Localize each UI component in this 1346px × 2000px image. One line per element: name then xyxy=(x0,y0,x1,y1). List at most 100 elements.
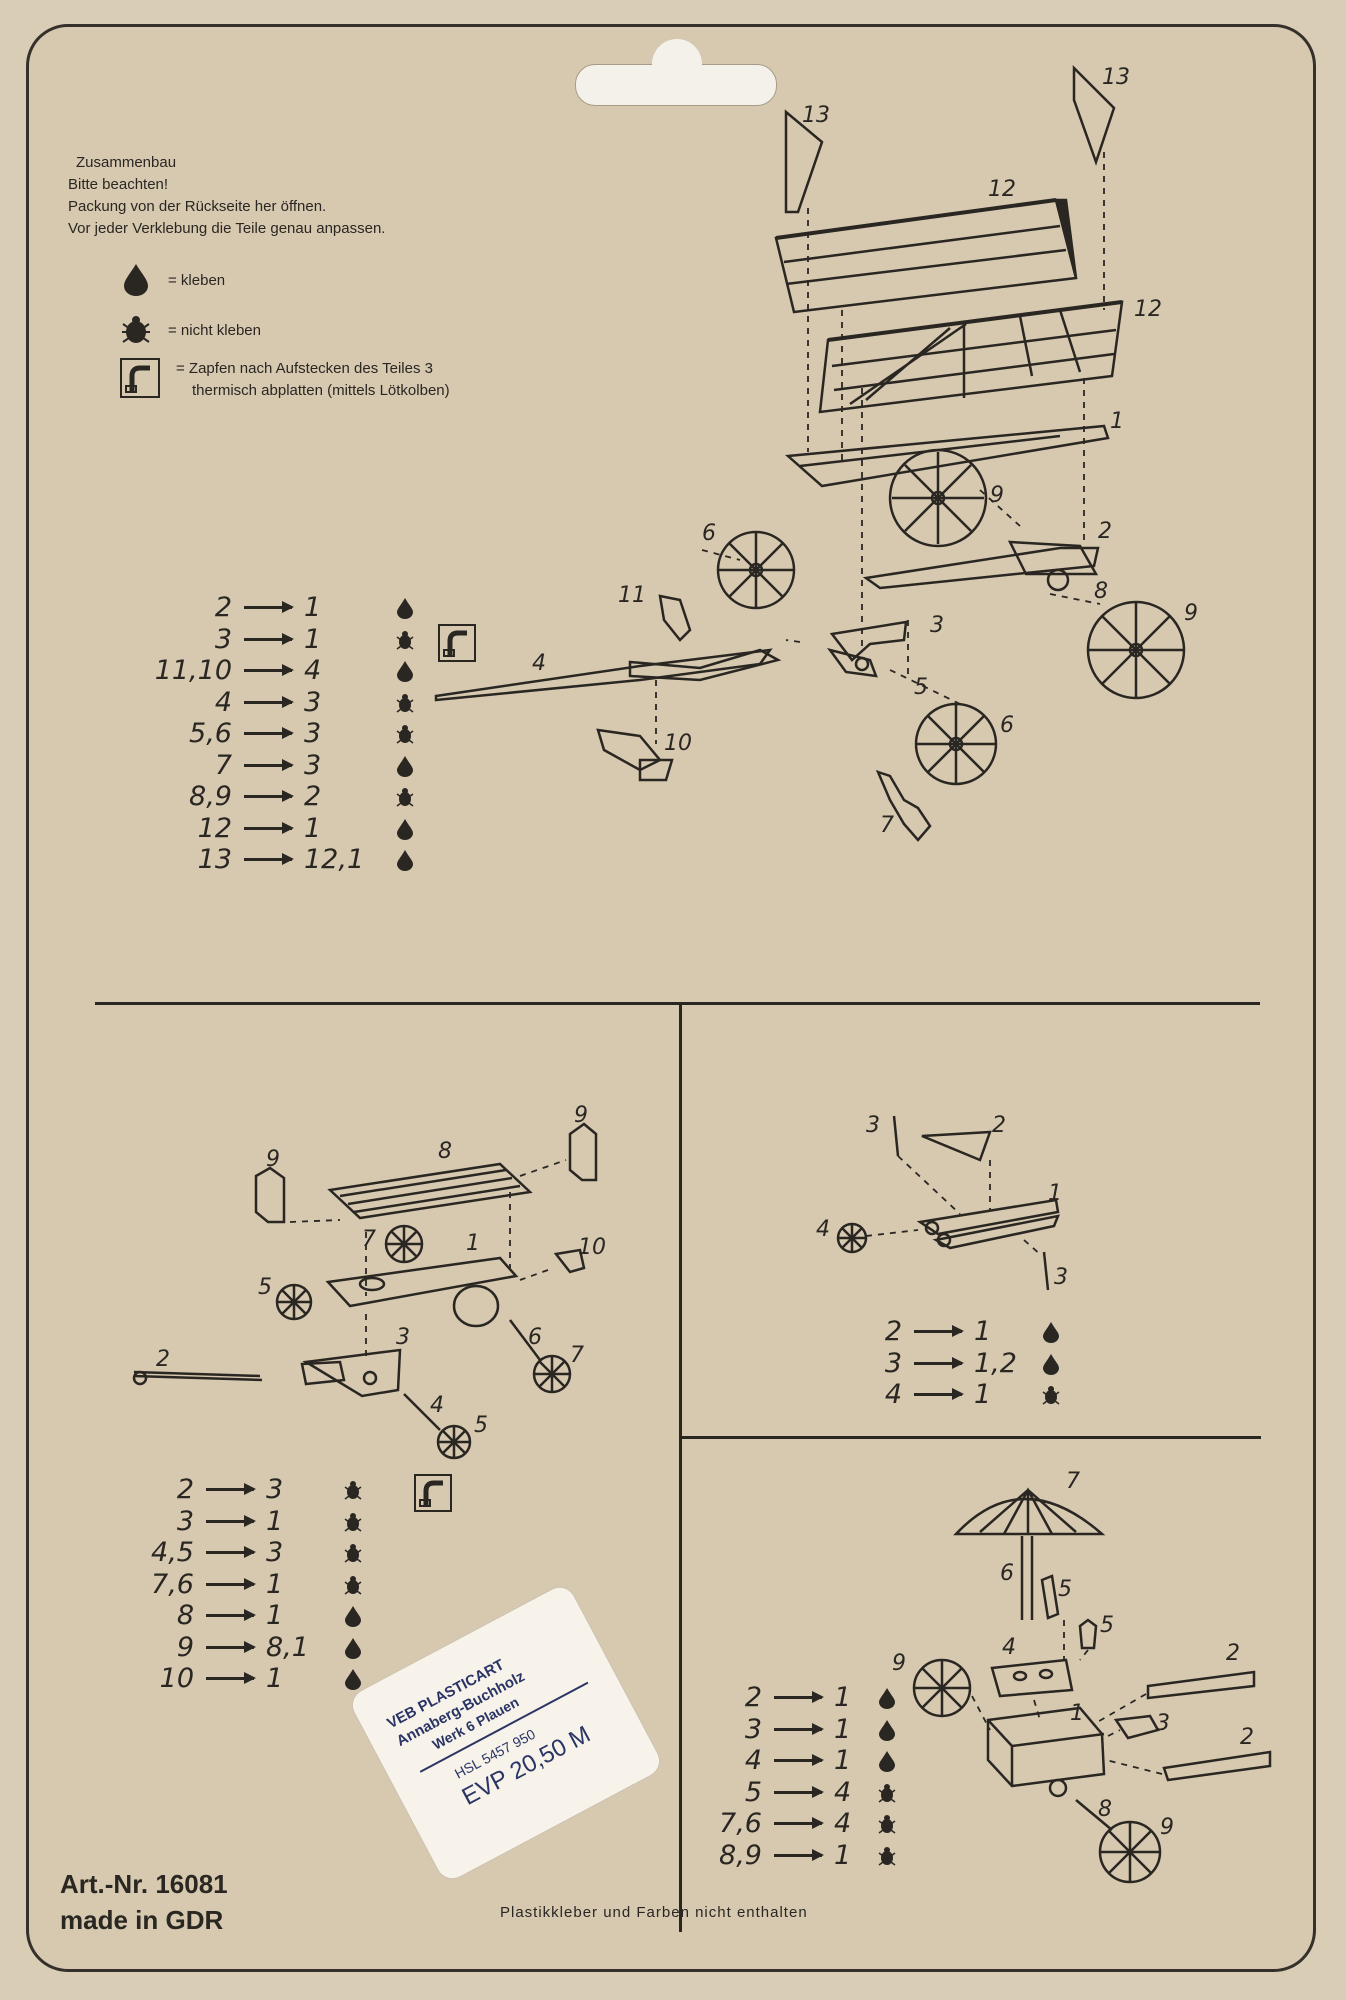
glue-drop-icon xyxy=(345,1637,361,1659)
step-part: 4 xyxy=(744,1745,762,1776)
diagram-label: 7 xyxy=(1066,1469,1080,1494)
glue-drop-icon xyxy=(879,1719,895,1741)
soldering-iron-icon xyxy=(438,623,476,662)
diagram-label: 2 xyxy=(1098,519,1112,544)
diagram-label: 7 xyxy=(570,1343,584,1368)
step-part: 7,6 xyxy=(719,1808,762,1839)
step-target: 3 xyxy=(266,1537,284,1568)
diagram-label: 3 xyxy=(396,1325,410,1350)
glue-drop-icon xyxy=(345,1606,361,1627)
diagram-label: 6 xyxy=(528,1325,542,1350)
glue-drop-icon xyxy=(397,850,413,871)
legend-thermo: = Zapfen nach Aufstecken des Teiles 3 th… xyxy=(120,358,450,402)
step-target: 1 xyxy=(304,592,322,623)
step-target: 1 xyxy=(834,1745,852,1776)
legend-noglue: = nicht kleben xyxy=(120,312,261,346)
step-target: 1 xyxy=(834,1839,852,1871)
step-target: 3 xyxy=(266,1474,284,1505)
diagram-label: 8 xyxy=(1098,1797,1112,1822)
diagram-label: 6 xyxy=(1000,1561,1014,1586)
legend-thermo-line-2: thermisch abplatten (mittels Lötkolben) xyxy=(192,382,450,399)
no-glue-beetle-icon xyxy=(878,1815,896,1834)
diagram-label: 3 xyxy=(1156,1711,1170,1736)
no-glue-beetle-icon xyxy=(1042,1386,1060,1405)
diagram-label: 12 xyxy=(1134,297,1162,322)
no-glue-beetle-icon xyxy=(396,693,414,713)
arrow-right-icon xyxy=(774,1691,824,1703)
step-part: 7 xyxy=(214,749,232,781)
diagram-label: 5 xyxy=(258,1275,272,1300)
step-part: 5,6 xyxy=(189,718,232,749)
arrow-right-icon xyxy=(774,1785,824,1798)
no-glue-beetle-icon xyxy=(344,1544,362,1563)
diagram-label: 2 xyxy=(156,1347,170,1372)
glue-drop-icon xyxy=(397,818,413,840)
legend-thermo-line-1: = Zapfen nach Aufstecken des Teiles 3 xyxy=(176,360,433,377)
article-number-text: Art.-Nr. 16081 xyxy=(60,1869,228,1899)
no-glue-beetle-icon xyxy=(344,1512,362,1532)
no-glue-beetle-icon xyxy=(396,788,414,807)
arrow-right-icon xyxy=(774,1817,824,1829)
diagram-label: 9 xyxy=(892,1651,906,1676)
arrow-right-icon xyxy=(774,1754,824,1766)
arrow-right-icon xyxy=(244,758,294,771)
diagram-label: 8 xyxy=(438,1139,452,1164)
diagram-label: 4 xyxy=(1002,1635,1016,1660)
step-target: 4 xyxy=(834,1808,852,1839)
arrow-right-icon xyxy=(206,1546,256,1558)
diagram-label: 3 xyxy=(1054,1265,1068,1290)
step-target: 1 xyxy=(304,623,322,655)
no-glue-beetle-icon xyxy=(878,1846,896,1866)
step-part: 13 xyxy=(197,844,232,875)
glue-drop-icon xyxy=(124,264,148,296)
diagram-label: 4 xyxy=(532,651,546,676)
intro-text: Zusammenbau Bitte beachten! Packung von … xyxy=(68,152,385,240)
glue-drop-icon xyxy=(879,1688,895,1709)
no-glue-beetle-icon xyxy=(878,1783,896,1803)
arrow-right-icon xyxy=(914,1388,964,1400)
diagram-label: 2 xyxy=(992,1113,1006,1138)
diagram-left-cart xyxy=(132,1122,598,1460)
arrow-right-icon xyxy=(206,1640,256,1653)
step-target: 1 xyxy=(834,1713,852,1745)
step-part: 3 xyxy=(744,1713,762,1745)
diagram-label: 10 xyxy=(664,731,692,756)
glue-drop-icon xyxy=(397,661,413,682)
glue-drop-icon xyxy=(345,1669,361,1690)
step-part: 5 xyxy=(744,1776,762,1808)
no-glue-beetle-icon xyxy=(396,725,414,744)
arrow-right-icon xyxy=(206,1514,256,1527)
article-number: Art.-Nr. 16081 made in GDR xyxy=(60,1866,228,1938)
diagram-label: 1 xyxy=(1110,409,1124,434)
diagram-label: 9 xyxy=(574,1103,588,1128)
arrow-right-icon xyxy=(206,1577,256,1590)
diagram-label: 4 xyxy=(816,1217,830,1242)
diagram-right-bottom-cart xyxy=(912,1487,1272,1884)
arrow-right-icon xyxy=(206,1672,256,1684)
intro-line-3: Vor jeder Verklebung die Teile genau anp… xyxy=(68,220,386,237)
diagram-label: 2 xyxy=(1226,1641,1240,1666)
step-part: 7,6 xyxy=(151,1568,194,1600)
step-part: 3 xyxy=(214,623,232,655)
legend-glue-label: = kleben xyxy=(168,272,226,289)
diagram-label: 13 xyxy=(1102,65,1130,90)
step-target: 1 xyxy=(304,812,322,844)
arrow-right-icon xyxy=(914,1325,964,1337)
step-part: 3 xyxy=(884,1347,902,1379)
diagram-label: 9 xyxy=(990,483,1004,508)
arrow-right-icon xyxy=(244,664,294,676)
step-target: 1 xyxy=(266,1600,284,1631)
divider-horizontal-top xyxy=(95,1002,1260,1005)
arrow-right-icon xyxy=(914,1356,964,1369)
soldering-iron-icon xyxy=(120,358,160,398)
step-target: 1 xyxy=(974,1379,992,1410)
step-target: 1 xyxy=(834,1682,852,1713)
arrow-right-icon xyxy=(244,790,294,802)
step-target: 1,2 xyxy=(974,1347,1017,1379)
step-part: 3 xyxy=(176,1505,194,1537)
diagram-right-top-barrow xyxy=(836,1115,1061,1291)
step-part: 11,10 xyxy=(154,655,232,686)
step-target: 3 xyxy=(304,718,322,749)
diagram-label: 9 xyxy=(1160,1815,1174,1840)
